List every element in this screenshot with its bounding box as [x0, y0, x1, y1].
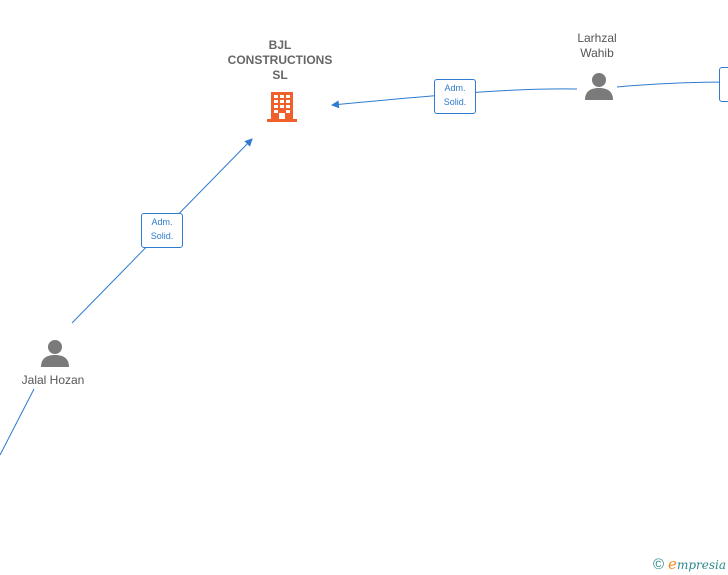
person-name-jalal[interactable]: Jalal Hozan	[21, 373, 85, 387]
edge-label-larhzal-company[interactable]: Adm. Solid.	[434, 79, 476, 114]
company-name-line-1: BJL	[268, 38, 292, 52]
company-name[interactable]: BJL CONSTRUCTIONS SL	[222, 38, 338, 83]
person-icon[interactable]	[584, 71, 614, 101]
copyright-icon: ©	[652, 555, 665, 573]
company-name-line-2: CONSTRUCTIONS	[227, 53, 333, 67]
edge-label-line-1: Adm.	[444, 83, 466, 93]
edge-label-line-2: Solid.	[443, 97, 467, 107]
edge-offscreen-to-larhzal	[616, 81, 728, 88]
person-name-larhzal[interactable]: Larhzal Wahib	[557, 31, 637, 61]
edge-label-line-1: Adm.	[151, 217, 173, 227]
edge-label-jalal-company[interactable]: Adm. Solid.	[141, 213, 183, 248]
edge-label-line-2: Solid.	[150, 231, 174, 241]
brand-name: empresia	[668, 555, 726, 573]
brand-watermark: © empresia	[653, 555, 726, 573]
person-name-line-1: Larhzal	[577, 31, 617, 45]
brand-initial: e	[668, 555, 677, 573]
person-name-line-2: Wahib	[580, 46, 614, 60]
building-icon[interactable]	[266, 89, 298, 123]
edge-larhzal-to-company	[331, 88, 578, 109]
brand-rest: mpresia	[676, 558, 726, 572]
edge-offscreen-to-jalal	[0, 388, 35, 456]
person-icon[interactable]	[40, 338, 70, 368]
company-name-line-3: SL	[272, 68, 288, 82]
edge-label-offscreen[interactable]	[719, 67, 728, 102]
